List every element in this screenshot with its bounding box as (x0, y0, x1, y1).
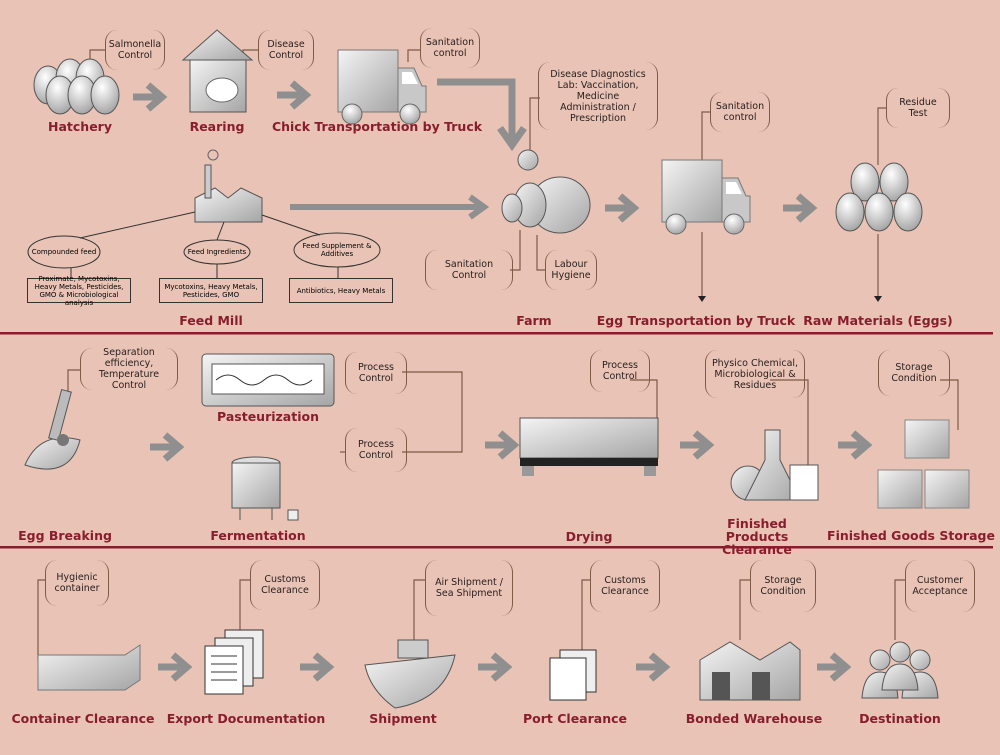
stage-container-clearance: Container Clearance (11, 711, 155, 726)
stage-finished-products-clearance: Finished Products Clearance (722, 516, 792, 557)
callout-warehouse-storage-condition: Storage Condition (750, 560, 816, 612)
callout-customer-acceptance: Customer Acceptance (905, 560, 975, 612)
flow-arrow (437, 78, 516, 140)
callout-process-control-drying: Process Control (590, 350, 650, 392)
pasteurizer-icon (201, 353, 335, 407)
stage-chick-transportation: Chick Transportation by Truck (271, 119, 483, 134)
callout-residue-test: Residue Test (886, 88, 950, 128)
callout-air-sea-shipment: Air Shipment / Sea Shipment (425, 560, 513, 616)
flow-arrow (290, 204, 480, 210)
port-documents-icon (549, 649, 597, 701)
stage-pasteurization: Pasteurization (217, 409, 319, 424)
callout-labour-hygiene: Labour Hygiene (545, 250, 597, 290)
people-icon (861, 641, 939, 699)
callout-physico-chemical: Physico Chemical, Microbiological & Resi… (705, 350, 805, 398)
divider (0, 332, 993, 335)
stage-shipment: Shipment (369, 711, 437, 726)
stage-hatchery: Hatchery (48, 119, 112, 134)
egg-truck-icon (661, 159, 751, 235)
callout-storage-condition: Storage Condition (878, 350, 950, 396)
house-chicken-icon (181, 29, 254, 113)
callout-customs-clearance-port: Customs Clearance (590, 560, 660, 612)
bubble-feed-ingredients: Feed Ingredients (187, 248, 247, 256)
stage-raw-materials: Raw Materials (Eggs) (803, 313, 953, 328)
bubble-compounded-feed: Compounded feed (31, 248, 97, 256)
ship-icon (364, 639, 456, 709)
stage-finished-goods-storage: Finished Goods Storage (827, 528, 995, 543)
chick-truck-icon (337, 49, 427, 125)
callout-customs-clearance-export: Customs Clearance (250, 560, 320, 610)
stage-export-documentation: Export Documentation (166, 711, 326, 726)
divider (0, 546, 993, 549)
lab-flasks-icon (730, 429, 819, 501)
stage-bonded-warehouse: Bonded Warehouse (685, 711, 823, 726)
callout-salmonella-control: Salmonella Control (105, 30, 165, 70)
warehouse-icon (699, 641, 801, 701)
test-box-feed-ingredients: Mycotoxins, Heavy Metals, Pesticides, GM… (159, 278, 263, 303)
egg-breaker-icon (24, 388, 81, 470)
callout-separation-efficiency: Separation efficiency, Temperature Contr… (80, 347, 178, 391)
stage-drying: Drying (565, 529, 613, 544)
stage-egg-breaking: Egg Breaking (18, 528, 112, 543)
dryer-icon (519, 417, 659, 476)
flow-arrow (497, 125, 527, 152)
callout-egg-sanitation-control: Sanitation control (710, 92, 770, 132)
test-box-compounded-feed: Proximate, Mycotoxins, Heavy Metals, Pes… (27, 275, 131, 307)
raw-eggs-icon (835, 162, 923, 232)
callout-hygienic-container: Hygienic container (45, 560, 109, 606)
fermentation-tank-icon (231, 456, 299, 521)
documents-icon (204, 629, 264, 695)
callout-process-control-pasteurization: Process Control (345, 352, 407, 394)
connector-lines (37, 49, 959, 660)
stage-destination: Destination (859, 711, 941, 726)
container-icon (37, 644, 141, 691)
stage-fermentation: Fermentation (210, 528, 306, 543)
stage-port-clearance: Port Clearance (523, 711, 627, 726)
callout-disease-diagnostics: Disease Diagnostics Lab: Vaccination, Me… (538, 62, 658, 130)
stage-egg-transportation: Egg Transportation by Truck (596, 313, 796, 328)
callout-process-control-fermentation: Process Control (345, 428, 407, 472)
stage-feed-mill: Feed Mill (179, 313, 243, 328)
storage-boxes-icon (877, 419, 970, 509)
connector-arrowheads (698, 296, 882, 302)
callout-disease-control: Disease Control (258, 30, 314, 70)
bubble-feed-supplement: Feed Supplement & Additives (302, 242, 372, 258)
test-box-feed-supplement: Antibiotics, Heavy Metals (289, 278, 393, 303)
stage-rearing: Rearing (189, 119, 245, 134)
feed-mill-factory-icon (194, 149, 263, 223)
stage-farm: Farm (516, 313, 552, 328)
eggs-icon (33, 58, 120, 115)
callout-sanitation-control: Sanitation control (420, 28, 480, 68)
chickens-icon (501, 149, 591, 234)
callout-farm-sanitation-control: Sanitation Control (425, 250, 513, 290)
flow-arrow (468, 194, 490, 220)
speech-bubbles (27, 211, 381, 278)
